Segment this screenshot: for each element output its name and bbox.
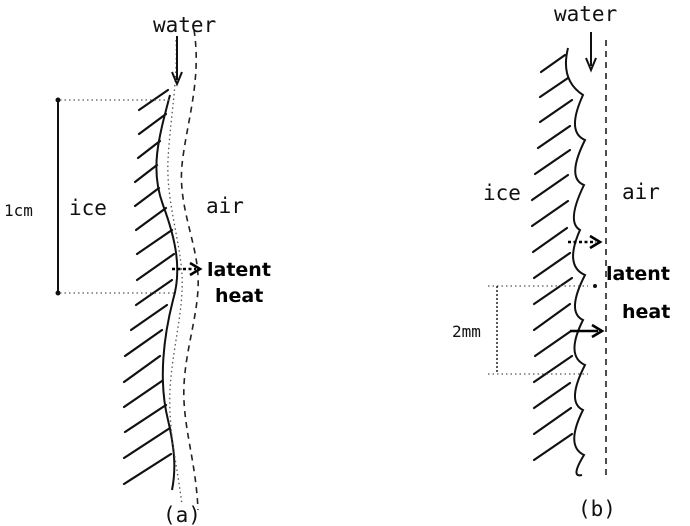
- panel-b: water ice air 2mm latent heat (b): [452, 2, 670, 521]
- label-air-a: air: [206, 194, 244, 218]
- caption-b: (b): [578, 497, 616, 521]
- panel-a: water ice air 1cm latent heat (a): [4, 13, 271, 526]
- scale-end-bottom-a: [56, 291, 61, 296]
- label-latent-b: latent: [606, 263, 670, 285]
- ice-hatching-b: [532, 55, 572, 460]
- label-scale-b: 2mm: [452, 322, 481, 341]
- label-water-a: water: [153, 13, 216, 37]
- ice-hatching-a: [124, 90, 174, 484]
- film-inner-a: [168, 40, 182, 505]
- label-water-b: water: [554, 2, 617, 26]
- scale-end-top-a: [56, 98, 61, 103]
- label-heat-b: heat: [622, 301, 670, 323]
- label-ice-a: ice: [69, 196, 107, 220]
- label-air-b: air: [622, 180, 660, 204]
- caption-a: (a): [163, 503, 201, 526]
- label-ice-b: ice: [483, 181, 521, 205]
- label-scale-a: 1cm: [4, 201, 33, 220]
- label-latent-a: latent: [207, 259, 271, 281]
- film-dot-b: [593, 284, 597, 288]
- ice-surface-b: [566, 48, 585, 475]
- label-heat-a: heat: [215, 285, 263, 307]
